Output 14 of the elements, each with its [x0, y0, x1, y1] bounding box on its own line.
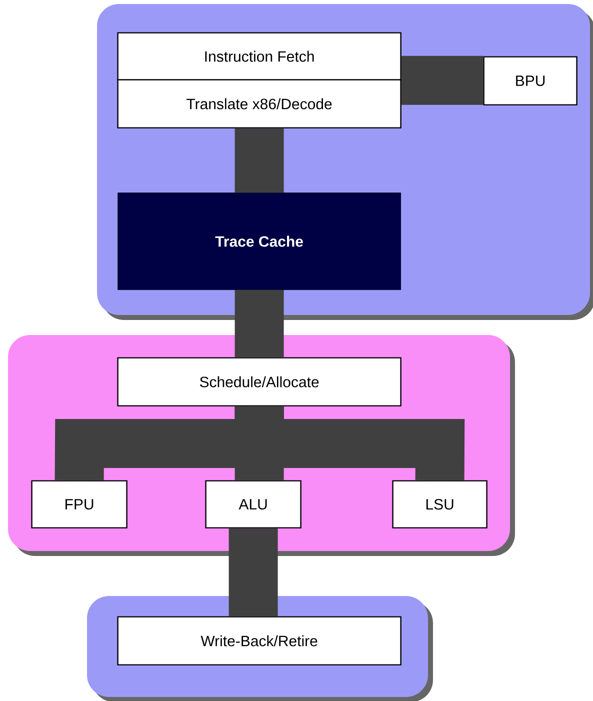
- cache-box: Trace Cache: [118, 192, 401, 290]
- unit-box: ALU: [205, 480, 302, 528]
- unit-box: Instruction Fetch: [117, 32, 402, 80]
- unit-box: BPU: [483, 56, 578, 106]
- unit-box: Translate x86/Decode: [117, 79, 402, 128]
- bus-bar: [234, 128, 284, 193]
- bus-bar: [234, 406, 465, 480]
- bus-bar: [228, 528, 278, 616]
- unit-box: Schedule/Allocate: [117, 357, 402, 406]
- unit-box: LSU: [392, 480, 488, 528]
- bus-bar: [401, 56, 484, 105]
- unit-box: FPU: [31, 480, 128, 528]
- unit-box: Write-Back/Retire: [117, 616, 402, 666]
- bus-bar: [234, 290, 284, 358]
